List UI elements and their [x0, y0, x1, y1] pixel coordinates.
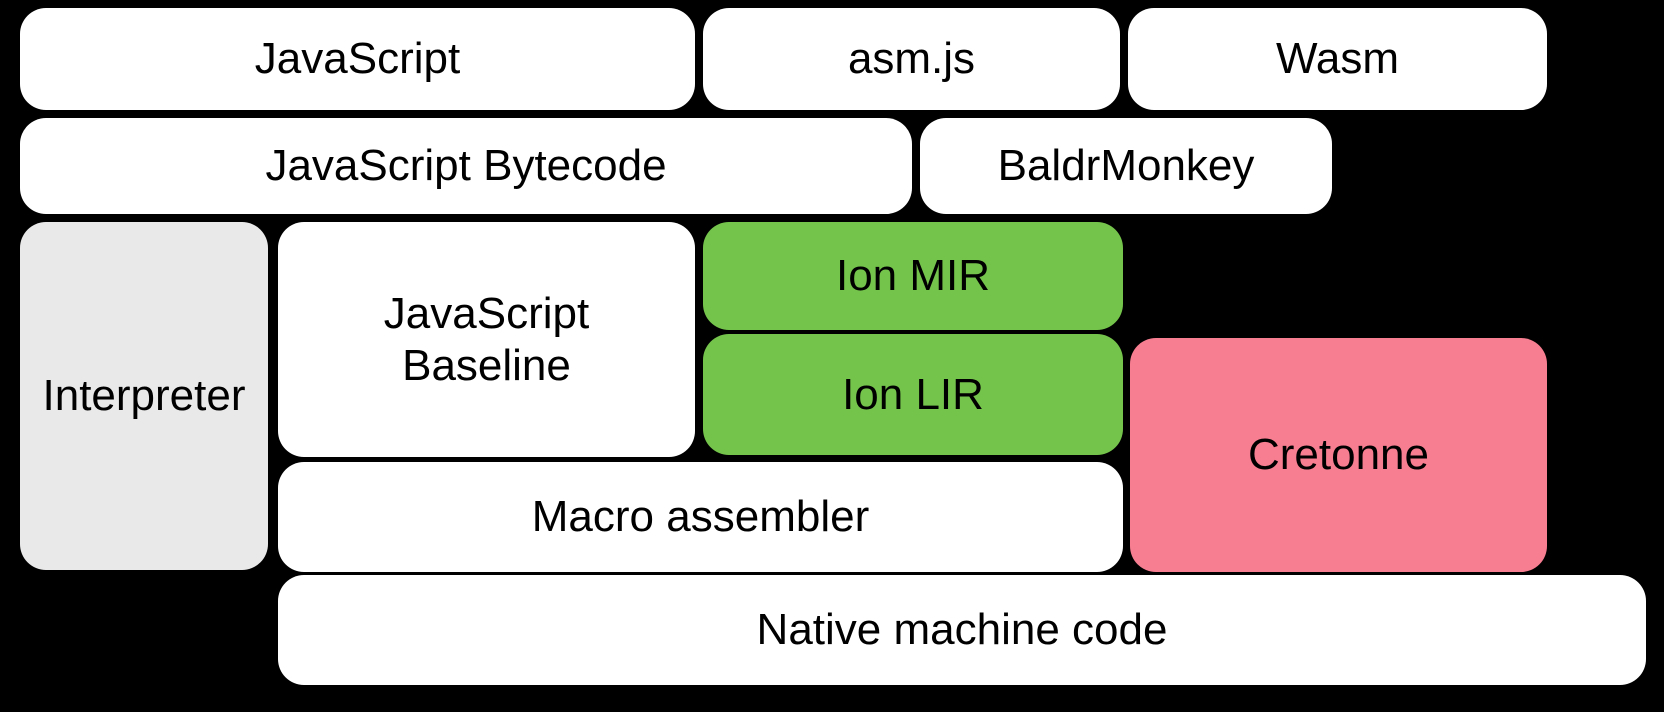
node-native-machine-code: Native machine code	[278, 575, 1646, 685]
node-ion-mir: Ion MIR	[703, 222, 1123, 330]
node-cretonne: Cretonne	[1130, 338, 1547, 572]
node-asm-js: asm.js	[703, 8, 1120, 110]
node-javascript-baseline: JavaScript Baseline	[278, 222, 695, 457]
node-wasm: Wasm	[1128, 8, 1547, 110]
node-ion-lir: Ion LIR	[703, 334, 1123, 455]
node-javascript-bytecode: JavaScript Bytecode	[20, 118, 912, 214]
node-baldrmonkey: BaldrMonkey	[920, 118, 1332, 214]
node-macro-assembler: Macro assembler	[278, 462, 1123, 572]
node-javascript: JavaScript	[20, 8, 695, 110]
node-interpreter: Interpreter	[20, 222, 268, 570]
